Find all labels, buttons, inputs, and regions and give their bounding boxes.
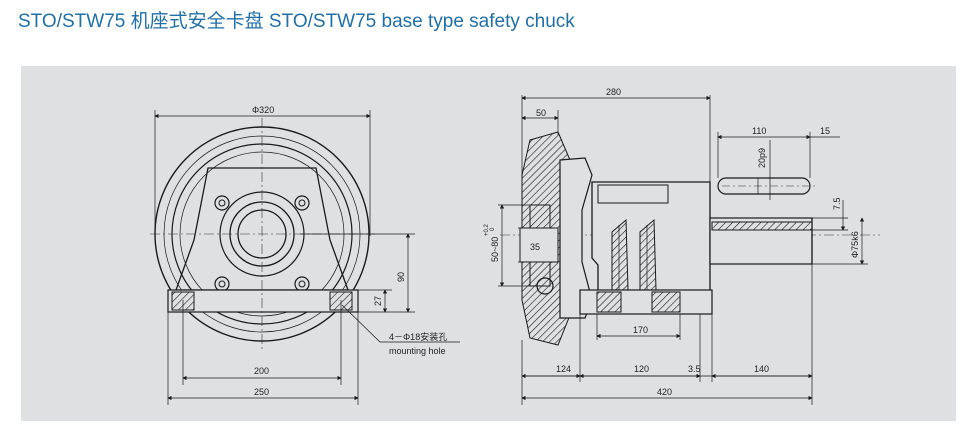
- dim-tol-upper: +0.2: [484, 223, 490, 236]
- dim-110: 110: [752, 126, 766, 136]
- dim-250: 250: [254, 387, 269, 397]
- dim-170: 170: [633, 325, 648, 335]
- dim-420: 420: [657, 387, 672, 397]
- dim-50: 50: [536, 108, 546, 118]
- dim-50-80: 50~80: [490, 237, 500, 262]
- dim-20p9: 20p9: [757, 148, 767, 168]
- dim-tol-lower: 0: [490, 227, 496, 231]
- page-title: STO/STW75 机座式安全卡盘 STO/STW75 base type sa…: [18, 11, 575, 32]
- dim-7-5: 7.5: [832, 197, 842, 210]
- mounting-hole-label-cn: 4－Φ18安装孔: [389, 331, 447, 342]
- dim-3-5: 3.5: [688, 364, 701, 374]
- front-view: Φ320 200 250 90 27 4－Φ18安装孔 mounting hol…: [150, 105, 460, 405]
- dim-140: 140: [754, 364, 769, 374]
- dim-phi75k6: Φ75k6: [850, 231, 860, 258]
- dim-35: 35: [530, 242, 540, 252]
- dim-27: 27: [373, 296, 383, 306]
- dim-phi320: Φ320: [252, 105, 274, 115]
- mounting-hole-label-en: mounting hole: [389, 346, 446, 356]
- dim-90: 90: [396, 272, 406, 282]
- dim-280: 280: [606, 87, 621, 97]
- dim-200: 200: [254, 366, 269, 376]
- dim-120: 120: [634, 364, 649, 374]
- side-view: 280 50 110 15 20p9 7.5 Φ75k6 35 50~80 +: [484, 87, 880, 405]
- dim-15: 15: [820, 126, 830, 136]
- dim-124: 124: [556, 364, 571, 374]
